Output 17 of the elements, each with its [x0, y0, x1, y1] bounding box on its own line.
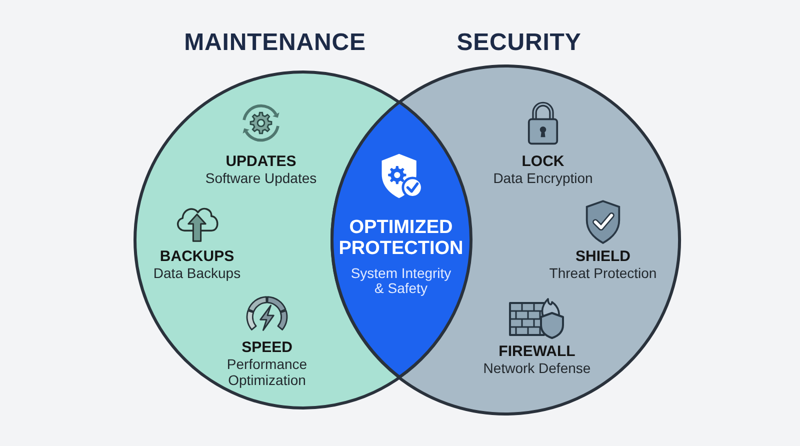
lens-subtitle: System Integrity & Safety [350, 266, 452, 296]
feature-caption: Software Updates [205, 170, 317, 186]
feature-caption: Data Backups [153, 265, 241, 281]
feature-title: UPDATES [226, 153, 296, 171]
feature-title: LOCK [522, 153, 564, 171]
circle-heading: MAINTENANCE [184, 29, 366, 57]
feature-title: SPEED [242, 339, 292, 357]
lens-title: OPTIMIZED PROTECTION [338, 217, 464, 260]
feature-caption: Data Encryption [493, 170, 593, 186]
feature-caption: Network Defense [483, 360, 591, 376]
overlap-lens [332, 102, 471, 378]
circle-heading: SECURITY [456, 29, 582, 57]
feature-caption: Threat Protection [549, 265, 657, 281]
feature-title: FIREWALL [498, 343, 576, 361]
feature-title: SHIELD [576, 248, 630, 266]
feature-caption: Performance Optimization [226, 356, 308, 388]
feature-title: BACKUPS [160, 248, 234, 266]
